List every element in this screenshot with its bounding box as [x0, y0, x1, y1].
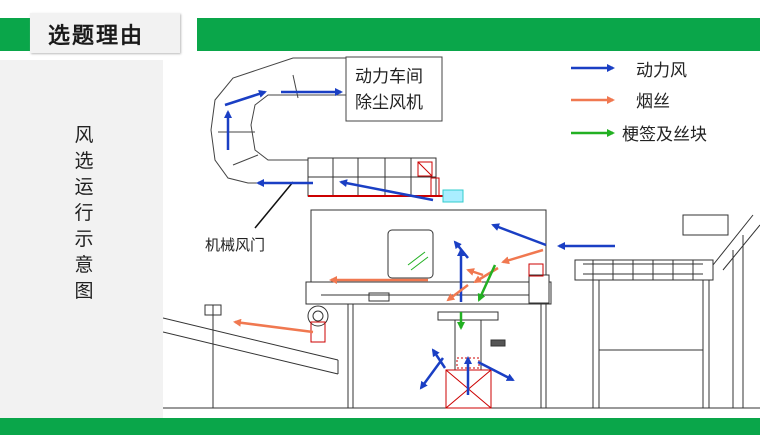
fan-label-line2: 除尘风机 — [355, 93, 423, 113]
legend-label-tobacco: 烟丝 — [636, 92, 670, 112]
legend: 动力风 烟丝 梗签及丝块 — [571, 61, 707, 145]
fan-label-line1: 动力车间 — [355, 67, 423, 87]
damper-pointer — [254, 181, 294, 229]
damper-label: 机械风门 — [205, 236, 265, 254]
title-bar-left — [0, 18, 30, 51]
legend-label-stems: 梗签及丝块 — [622, 125, 707, 145]
winnowing-diagram: 动力车间 除尘风机 — [163, 56, 760, 409]
blue-airflow-arrows — [224, 88, 615, 395]
winnower-body — [305, 209, 552, 305]
orange-tobacco-arrows — [233, 248, 544, 334]
green-stem-arrows — [457, 264, 497, 330]
slide-title: 选题理由 — [48, 24, 145, 49]
bottom-bar — [0, 418, 760, 435]
right-conveyor — [574, 214, 760, 408]
side-panel — [0, 60, 163, 418]
roller — [307, 305, 329, 343]
title-box — [30, 13, 180, 53]
air-duct — [210, 57, 353, 184]
screen-conveyor — [307, 157, 464, 203]
hopper — [437, 311, 506, 409]
title-bar-right — [197, 18, 760, 51]
left-conveyor — [163, 304, 339, 408]
legend-label-air: 动力风 — [636, 61, 687, 81]
side-caption: 风选运行示意图 — [74, 124, 94, 302]
dust-fan-box — [345, 56, 443, 122]
